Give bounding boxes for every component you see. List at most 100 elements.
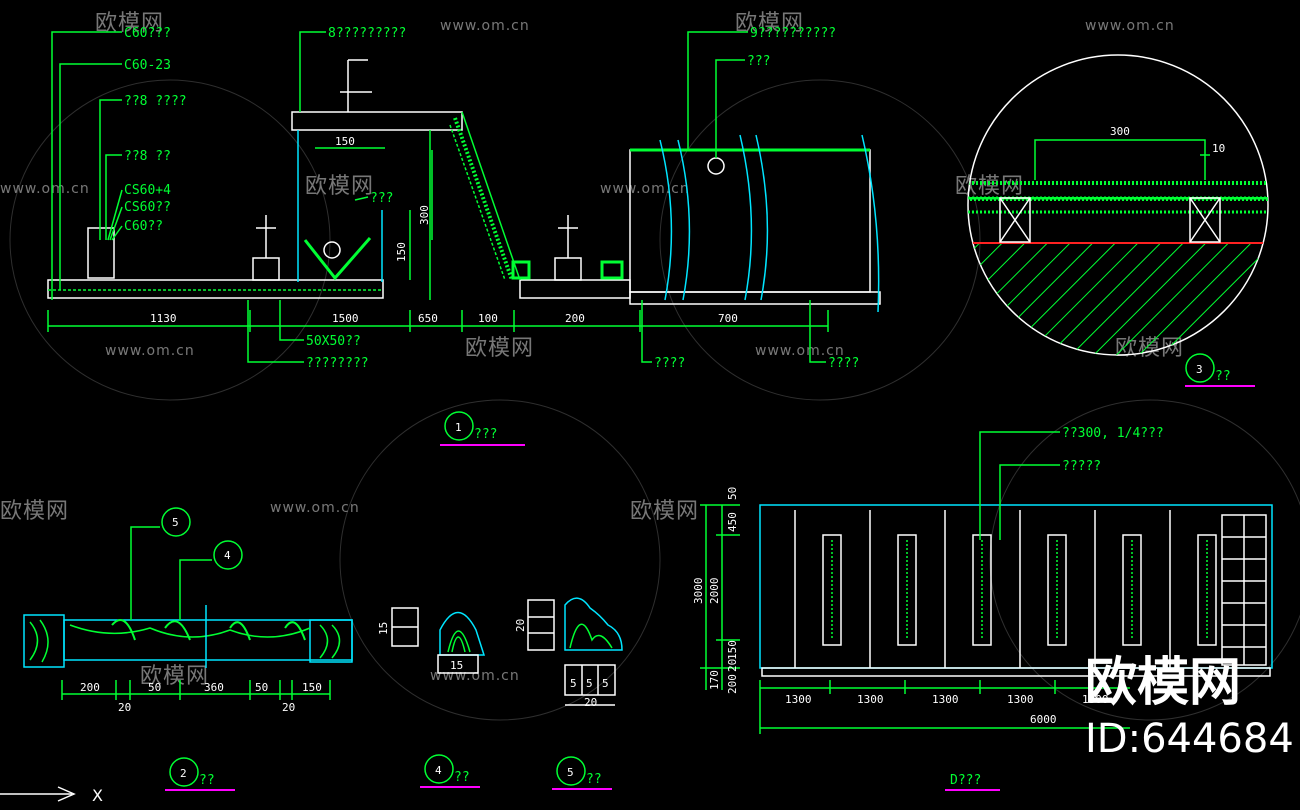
- section-4-label: 4 ??: [420, 754, 480, 788]
- section-2-label: 2 ??: [165, 757, 235, 791]
- watermark-url: www.om.cn: [105, 343, 195, 359]
- dimension-text: 10: [1212, 142, 1225, 155]
- dimension-total: 6000: [1030, 713, 1057, 726]
- elevation-label: D???: [945, 773, 1000, 791]
- dimension-text: 50: [726, 487, 739, 500]
- dimension-text: 20: [584, 696, 597, 709]
- dimension-text: 1500: [332, 312, 359, 325]
- dimension-text: 150: [302, 681, 322, 694]
- section-3-texts: 300 10 3 ??: [1110, 125, 1255, 387]
- dimension-text: 150: [395, 242, 408, 262]
- svg-text:D???: D???: [950, 773, 981, 788]
- dimension-text: 150: [726, 640, 739, 660]
- leader-label: ???: [370, 191, 393, 206]
- section-2-texts: 5 4 200 20 50 360 50 150 20 2 ??: [80, 516, 322, 791]
- section-4-drawing: [391, 607, 486, 674]
- svg-text:3: 3: [1196, 363, 1203, 376]
- dimension-text: 5: [586, 677, 593, 690]
- section-2-drawing: [23, 507, 353, 700]
- leader-label: 9??????????: [750, 26, 836, 41]
- svg-text:1: 1: [455, 421, 462, 434]
- dimension-text: 20: [282, 701, 295, 714]
- dimension-text: 1300: [1007, 693, 1034, 706]
- leader-label: ????: [654, 356, 685, 371]
- section-5-drawing: [527, 597, 623, 706]
- svg-text:4: 4: [435, 764, 442, 777]
- elevation-drawing: [700, 431, 1273, 734]
- dimension-text: 200: [565, 312, 585, 325]
- dimension-text: 170: [708, 670, 721, 690]
- dimension-text: 200: [80, 681, 100, 694]
- elevation-texts: ??300, 1/4??? ????? 1300 1300 1300 1300 …: [692, 426, 1164, 791]
- leader-label: ???: [747, 54, 770, 69]
- dimension-text: 300: [418, 205, 431, 225]
- svg-text:5: 5: [567, 766, 574, 779]
- dimension-text: 20: [514, 619, 527, 632]
- tag-number: 4: [224, 549, 231, 562]
- dimension-text: 15: [377, 622, 390, 635]
- dimension-text: 300: [1110, 125, 1130, 138]
- dimension-text: 2000: [708, 578, 721, 605]
- section-3-label: 3 ??: [1185, 353, 1255, 387]
- svg-text:2: 2: [180, 767, 187, 780]
- section-5-texts: 20 5 5 5 20 5 ??: [514, 619, 612, 790]
- tag-number: 5: [172, 516, 179, 529]
- leader-label: ??8 ??: [124, 149, 171, 164]
- watermark-url: www.om.cn: [270, 500, 360, 516]
- watermark-brand: 欧模网: [955, 174, 1024, 199]
- leader-label: C60-23: [124, 58, 171, 73]
- watermark-url: www.om.cn: [600, 181, 690, 197]
- section-4-texts: 15 15 4 ??: [377, 622, 480, 788]
- dimension-text: 1300: [1082, 693, 1109, 706]
- watermark-brand: 欧模网: [140, 664, 209, 689]
- watermark-url: www.om.cn: [755, 343, 845, 359]
- dimension-text: 15: [450, 659, 463, 672]
- svg-text:??: ??: [586, 772, 602, 787]
- dimension-text: 3000: [692, 578, 705, 605]
- watermark-brand: 欧模网: [305, 174, 374, 199]
- section-1-texts: C60??? C60-23 ??8 ???? ??8 ?? CS60+4 CS6…: [124, 26, 859, 446]
- ucs-axis-icon: X: [0, 786, 103, 805]
- leader-label: 8?????????: [328, 26, 406, 41]
- section-3-detail: [967, 54, 1269, 356]
- dimension-text: 1300: [857, 693, 884, 706]
- leader-label: C60??: [124, 219, 163, 234]
- dimension-text: 700: [718, 312, 738, 325]
- leader-label: ?????: [1062, 459, 1101, 474]
- dimension-text: 5: [570, 677, 577, 690]
- watermark-brand: 欧模网: [0, 499, 69, 524]
- dimension-text: 50: [255, 681, 268, 694]
- section-1-label: 1 ???: [440, 411, 525, 446]
- dimension-text: 150: [335, 135, 355, 148]
- watermark-brand: 欧模网: [465, 336, 534, 361]
- dimension-text: 650: [418, 312, 438, 325]
- leader-label: ????: [828, 356, 859, 371]
- svg-text:??: ??: [199, 773, 215, 788]
- dimension-text: 1130: [150, 312, 177, 325]
- brand-logo-text: 欧模网: [1085, 653, 1241, 713]
- dimension-text: 360: [204, 681, 224, 694]
- leader-label: CS60+4: [124, 183, 171, 198]
- watermark-url: www.om.cn: [0, 181, 90, 197]
- dimension-text: 200: [726, 674, 739, 694]
- brand-id-text: ID:644684: [1085, 716, 1294, 762]
- leader-label: ????????: [306, 356, 369, 371]
- svg-text:??: ??: [1215, 369, 1231, 384]
- dimension-text: 5: [602, 677, 609, 690]
- section-1-drawing: [47, 31, 881, 363]
- leader-label: ??300, 1/4???: [1062, 426, 1164, 441]
- leader-label: C60???: [124, 26, 171, 41]
- watermark-brand: 欧模网: [630, 499, 699, 524]
- leader-label: ??8 ????: [124, 94, 187, 109]
- dimension-text: 20: [726, 659, 739, 672]
- section-5-label: 5 ??: [552, 756, 612, 790]
- watermark-url: www.om.cn: [430, 668, 520, 684]
- leader-label: 50X50??: [306, 334, 361, 349]
- dimension-text: 20: [118, 701, 131, 714]
- watermark-layer: www.om.cn www.om.cn www.om.cn www.om.cn …: [0, 11, 1300, 721]
- watermark-url: www.om.cn: [1085, 18, 1175, 34]
- axis-x-label: X: [92, 786, 103, 805]
- brand-watermark: 欧模网 ID:644684: [1085, 653, 1294, 762]
- svg-text:??: ??: [454, 770, 470, 785]
- dimension-text: 50: [148, 681, 161, 694]
